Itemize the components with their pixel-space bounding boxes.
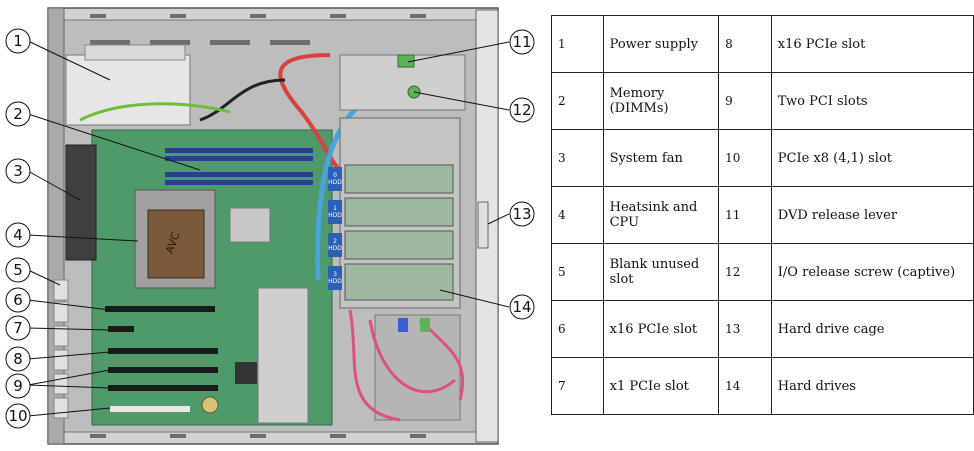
- legend-row: 1 Power supply 8 x16 PCIe slot: [551, 15, 974, 73]
- legend-number: 7: [551, 357, 604, 415]
- callout-8: 8: [5, 346, 31, 372]
- legend-number: 8: [718, 15, 772, 73]
- callout-13: 13: [509, 201, 535, 227]
- system-fan: [65, 144, 97, 261]
- memory-dimms: [165, 148, 313, 185]
- chipset-heatsink: [229, 207, 271, 243]
- legend-row: 5 Blank unused slot 12 I/O release screw…: [551, 243, 974, 301]
- callout-12: 12: [509, 97, 535, 123]
- legend-label: Hard drive cage: [770, 300, 974, 358]
- svg-text:14: 14: [512, 298, 531, 316]
- hdd-badges: [328, 167, 342, 290]
- pci-bracket: [257, 287, 309, 424]
- hard-drive: [344, 230, 454, 260]
- legend-number: 9: [718, 72, 772, 130]
- svg-text:8: 8: [13, 350, 23, 368]
- legend-label: System fan: [602, 129, 720, 187]
- power-supply-top: [84, 44, 186, 61]
- svg-text:10: 10: [8, 407, 27, 425]
- callout-1: 1: [5, 28, 31, 54]
- callout-6: 6: [5, 287, 31, 313]
- legend-label: Memory (DIMMs): [602, 72, 720, 130]
- legend-label: PCIe x8 (4,1) slot: [770, 129, 974, 187]
- chassis-vents-bottom: [90, 434, 426, 438]
- legend-label: x1 PCIe slot: [602, 357, 720, 415]
- callouts: 1 2 3 4 5 6 7 8 9 10 11 12 13 14: [5, 28, 535, 429]
- callout-5: 5: [5, 257, 31, 283]
- power-supply: [65, 54, 191, 126]
- legend-number: 1: [551, 15, 604, 73]
- callout-4: 4: [5, 222, 31, 248]
- legend-number: 3: [551, 129, 604, 187]
- black-cable: [199, 78, 286, 122]
- coin-battery: [201, 396, 219, 414]
- sata-connector: [420, 318, 430, 332]
- legend-label: I/O release screw (captive): [770, 243, 974, 301]
- legend-number: 10: [718, 129, 772, 187]
- callout-3: 3: [5, 158, 31, 184]
- svg-text:3: 3: [13, 162, 23, 180]
- svg-text:11: 11: [512, 33, 531, 51]
- hard-drive: [344, 164, 454, 194]
- legend-label: x16 PCIe slot: [602, 300, 720, 358]
- chassis-vents-top: [90, 14, 426, 45]
- legend-number: 12: [718, 243, 772, 301]
- legend-label: Heatsink and CPU: [602, 186, 720, 244]
- callout-2: 2: [5, 101, 31, 127]
- legend-number: 4: [551, 186, 604, 244]
- legend-row: 6 x16 PCIe slot 13 Hard drive cage: [551, 300, 974, 358]
- legend-label: Two PCI slots: [770, 72, 974, 130]
- svg-text:4: 4: [13, 226, 23, 244]
- legend-row: 4 Heatsink and CPU 11 DVD release lever: [551, 186, 974, 244]
- legend-row: 7 x1 PCIe slot 14 Hard drives: [551, 357, 974, 415]
- legend-number: 2: [551, 72, 604, 130]
- legend-label: Hard drives: [770, 357, 974, 415]
- legend-label: DVD release lever: [770, 186, 974, 244]
- legend-number: 14: [718, 357, 772, 415]
- expansion-slots: [105, 306, 218, 412]
- svg-text:9: 9: [13, 377, 23, 395]
- legend-label: Power supply: [602, 15, 720, 73]
- cage-handle: [477, 201, 489, 249]
- callout-7: 7: [5, 315, 31, 341]
- sata-connector: [398, 318, 408, 332]
- callout-14: 14: [509, 294, 535, 320]
- callout-11: 11: [509, 29, 535, 55]
- legend-table: 1 Power supply 8 x16 PCIe slot 2 Memory …: [551, 15, 974, 415]
- svg-text:5: 5: [13, 261, 23, 279]
- hard-drive: [344, 263, 454, 301]
- green-cable: [79, 102, 231, 122]
- svg-text:13: 13: [512, 205, 531, 223]
- svg-text:2: 2: [13, 105, 23, 123]
- legend-number: 5: [551, 243, 604, 301]
- legend-number: 11: [718, 186, 772, 244]
- svg-text:7: 7: [13, 319, 23, 337]
- svg-text:6: 6: [13, 291, 23, 309]
- chipset: [235, 362, 257, 384]
- legend-number: 6: [551, 300, 604, 358]
- svg-text:12: 12: [512, 101, 531, 119]
- svg-text:1: 1: [13, 32, 23, 50]
- legend-number: 13: [718, 300, 772, 358]
- hard-drives: [344, 164, 454, 301]
- legend-label: Blank unused slot: [602, 243, 720, 301]
- leader-lines: [27, 40, 510, 417]
- legend-label: x16 PCIe slot: [770, 15, 974, 73]
- hard-drive: [344, 197, 454, 227]
- legend-row: 2 Memory (DIMMs) 9 Two PCI slots: [551, 72, 974, 130]
- legend-row: 3 System fan 10 PCIe x8 (4,1) slot: [551, 129, 974, 187]
- callout-10: 10: [5, 403, 31, 429]
- cpu-fan: [147, 209, 205, 279]
- callout-9: 9: [5, 373, 31, 399]
